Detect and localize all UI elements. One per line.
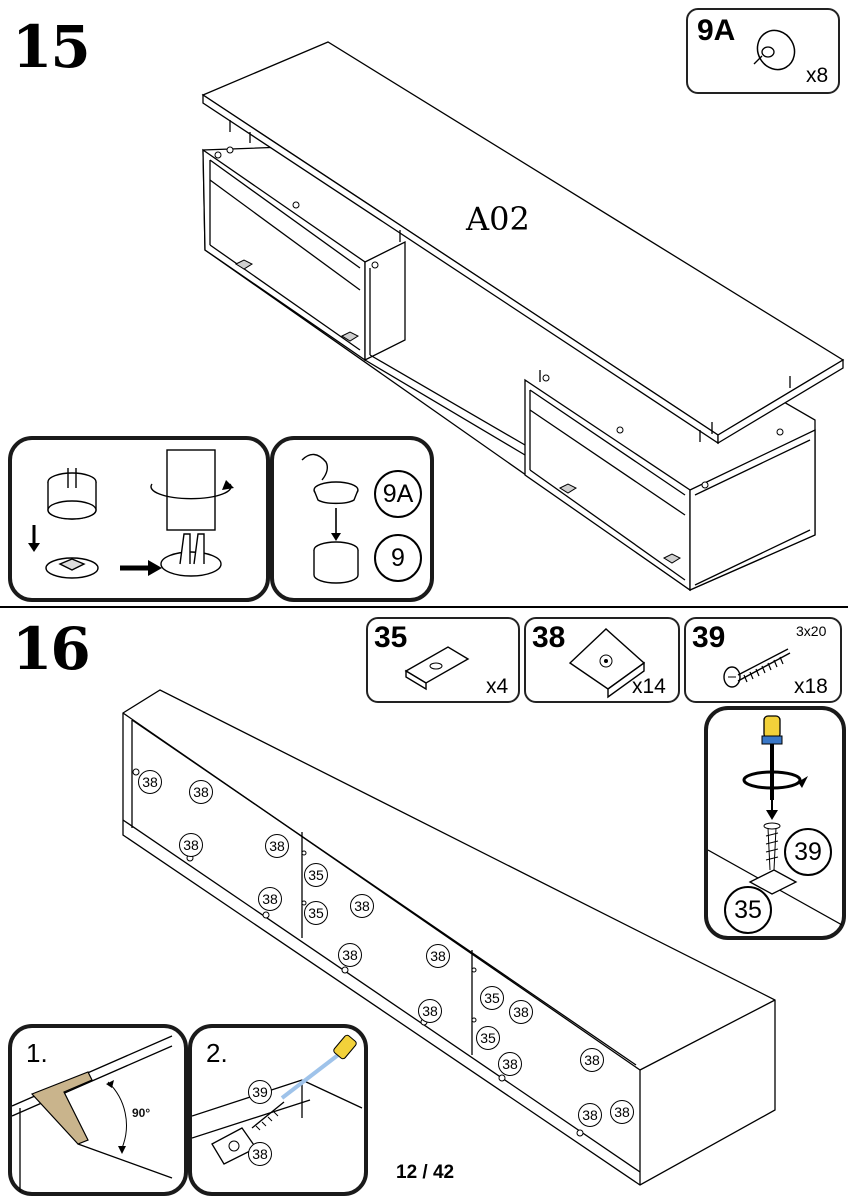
part-39-dim: 3x20 (796, 623, 827, 639)
corner-block-callout: 38 (580, 1048, 604, 1072)
corner-block-callout: 38 (498, 1052, 522, 1076)
step-15-assembly-drawing (201, 41, 845, 592)
corner-block-callout: 38 (338, 943, 362, 967)
part-39-qty: x18 (794, 675, 828, 698)
panel-label-a02: A02 (466, 200, 530, 238)
cap-9a-label: 9A (374, 470, 422, 518)
corner-block-callout: 38 (418, 999, 442, 1023)
bracket-icon (404, 646, 470, 691)
corner-block-callout: 38 (578, 1103, 602, 1127)
part-35-code: 35 (374, 621, 408, 654)
part-9a-box: 9A x8 (686, 8, 840, 94)
corner-block-callout: 38 (350, 894, 374, 918)
screw-39-label: 39 (784, 828, 832, 876)
block-38-callout: 38 (248, 1142, 272, 1166)
part-9a-code: 9A (697, 14, 736, 47)
step-16-number: 16 (12, 615, 91, 683)
screw-fastening-detail-box: 39 35 (704, 706, 846, 940)
bracket-angle-illustration (12, 1035, 173, 1192)
substep-2-label: 2. (206, 1038, 228, 1068)
part-38-box: 38 x14 (524, 617, 680, 703)
corner-block-callout: 38 (426, 944, 450, 968)
part-9a-qty: x8 (806, 64, 829, 87)
corner-block-callout: 38 (258, 887, 282, 911)
page-number: 12 / 42 (396, 1162, 455, 1183)
bracket-callout: 35 (480, 986, 504, 1010)
angle-90-label: 90° (132, 1106, 151, 1120)
corner-block-callout: 38 (179, 833, 203, 857)
screw-39-callout: 39 (248, 1080, 272, 1104)
bracket-callout: 35 (304, 863, 328, 887)
corner-block-callout: 38 (189, 780, 213, 804)
step-15-number: 15 (12, 13, 91, 81)
step-divider (0, 606, 848, 608)
corner-block-callout: 38 (265, 834, 289, 858)
cam-9-label: 9 (374, 534, 422, 582)
substep-1-detail-box: 1. 90° (8, 1024, 188, 1196)
cam-lock-detail-box (8, 436, 270, 602)
part-39-box: 39 3x20 x18 (684, 617, 842, 703)
corner-block-callout: 38 (509, 1000, 533, 1024)
corner-block-icon (568, 628, 646, 699)
part-39-code: 39 (692, 621, 726, 654)
part-38-code: 38 (532, 621, 566, 654)
part-35-box: 35 x4 (366, 617, 520, 703)
bracket-callout: 35 (304, 901, 328, 925)
screw-icon (723, 648, 791, 688)
bracket-35-label: 35 (724, 886, 772, 934)
substep-2-detail-box: 2. 39 38 (188, 1024, 368, 1196)
screwdriver-illustration (708, 715, 842, 926)
substep-1-label: 1. (26, 1038, 48, 1068)
part-35-qty: x4 (486, 675, 509, 698)
corner-block-callout: 38 (138, 770, 162, 794)
cap-insert-detail-box: 9A 9 (270, 436, 434, 602)
corner-block-callout: 38 (610, 1100, 634, 1124)
bracket-callout: 35 (476, 1026, 500, 1050)
cam-cap-icon (753, 29, 796, 71)
part-38-qty: x14 (632, 675, 666, 698)
cap-insert-illustration (301, 453, 359, 584)
screw-into-block-illustration (192, 1034, 363, 1165)
cam-lock-rotate-illustration (28, 449, 234, 579)
